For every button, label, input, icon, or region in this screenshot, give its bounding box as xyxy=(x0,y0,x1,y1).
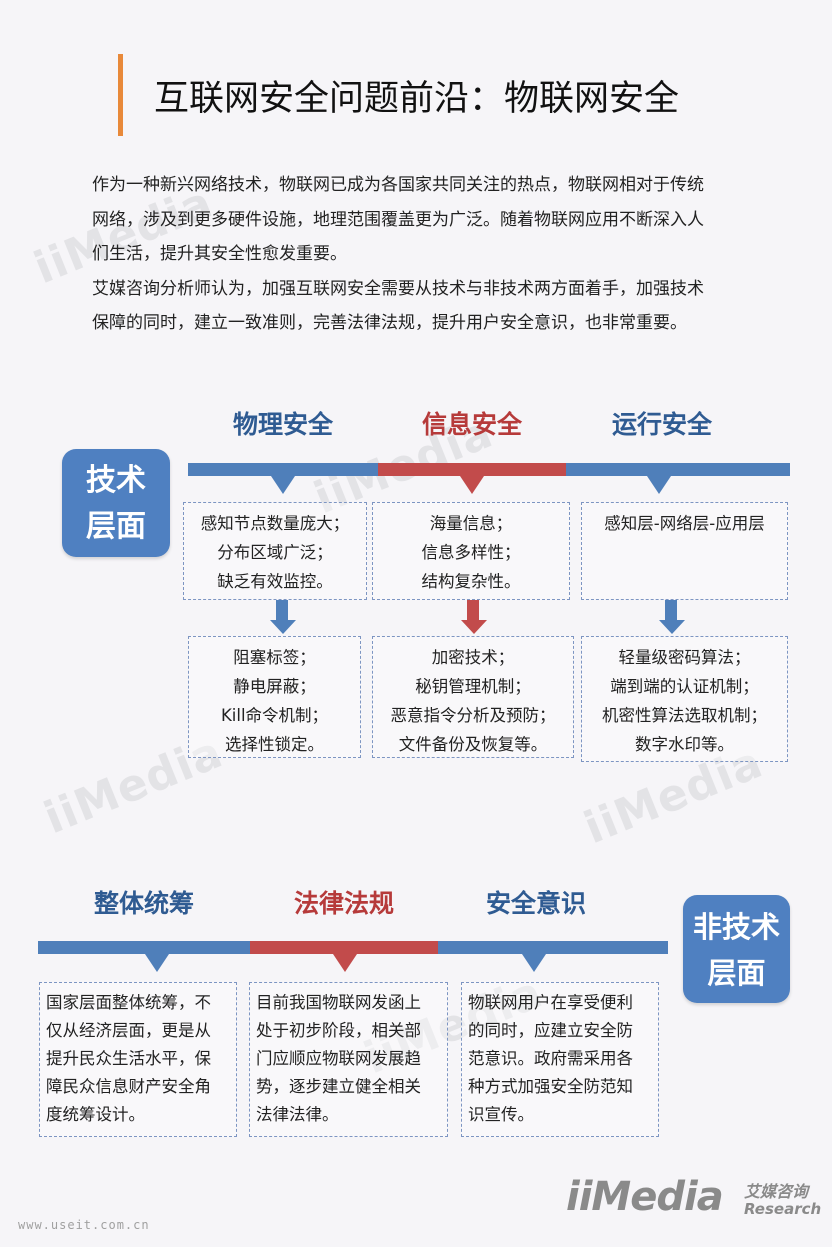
text-box-overall-planning: 国家层面整体统筹，不 仅从经济层面，更是从 提升民众生活水平，保 障民众信息财产… xyxy=(39,982,237,1137)
pointer-triangle xyxy=(647,476,671,494)
text-line: 提升民众生活水平，保 xyxy=(46,1049,211,1068)
intro-line: 们生活，提升其安全性愈发重要。 xyxy=(92,244,347,264)
measure-item: 端到端的认证机制； xyxy=(610,677,759,696)
section-bar xyxy=(188,463,378,476)
measure-item: 选择性锁定。 xyxy=(225,735,324,754)
heading-information-security: 信息安全 xyxy=(421,410,522,439)
measure-box-information: 加密技术； 秘钥管理机制； 恶意指令分析及预防； 文件备份及恢复等。 xyxy=(372,636,574,758)
text-line: 的同时，应建立安全防 xyxy=(468,1021,633,1040)
section-bar xyxy=(38,941,250,954)
heading-physical-security: 物理安全 xyxy=(232,410,333,439)
pointer-triangle xyxy=(271,476,295,494)
text-box-security-awareness: 物联网用户在享受便利 的同时，应建立安全防 范意识。政府需采用各 种方式加强安全… xyxy=(461,982,659,1137)
nontech-badge-line: 非技术 xyxy=(692,910,780,944)
issue-box-operation: 感知层-网络层-应用层 xyxy=(581,502,788,600)
section-bar xyxy=(378,463,566,476)
issue-item: 感知节点数量庞大； xyxy=(200,514,350,533)
measure-item: 静电屏蔽； xyxy=(233,677,316,696)
text-line: 门应顺应物联网发展趋 xyxy=(256,1049,421,1068)
intro-line: 艾媒咨询分析师认为，加强互联网安全需要从技术与非技术两方面着手，加强技术 xyxy=(92,278,704,299)
heading-security-awareness: 安全意识 xyxy=(485,889,586,918)
text-line: 势，逐步建立健全相关 xyxy=(256,1077,421,1096)
heading-laws-regulations: 法律法规 xyxy=(293,889,394,918)
text-line: 仅从经济层面，更是从 xyxy=(46,1021,211,1040)
issue-item: 缺乏有效监控。 xyxy=(217,572,333,591)
issue-item: 感知层-网络层-应用层 xyxy=(604,514,765,533)
intro-paragraph: 作为一种新兴网络技术，物联网已成为各国家共同关注的热点，物联网相对于传统 网络，… xyxy=(92,168,782,341)
intro-line: 网络，涉及到更多硬件设施，地理范围覆盖更为广泛。随着物联网应用不断深入人 xyxy=(92,209,704,230)
pointer-triangle xyxy=(333,954,357,972)
tech-badge-line: 技术 xyxy=(86,463,146,498)
intro-line: 保障的同时，建立一致准则，完善法律法规，提升用户安全意识，也非常重要。 xyxy=(92,313,687,333)
text-line: 处于初步阶段，相关部 xyxy=(256,1021,421,1040)
logo-english-name: Research xyxy=(744,1200,822,1218)
down-arrow-icon xyxy=(270,600,296,634)
text-line: 物联网用户在享受便利 xyxy=(468,993,633,1012)
logo-chinese-name: 艾媒咨询 xyxy=(744,1182,809,1201)
page-title: 互联网安全问题前沿：物联网安全 xyxy=(154,79,680,119)
issue-item: 分布区域广泛； xyxy=(217,543,333,562)
intro-line: 作为一种新兴网络技术，物联网已成为各国家共同关注的热点，物联网相对于传统 xyxy=(92,175,704,195)
nontech-badge-line: 层面 xyxy=(707,956,766,990)
text-line: 法律法律。 xyxy=(256,1105,339,1124)
issue-box-information: 海量信息； 信息多样性； 结构复杂性。 xyxy=(372,502,570,600)
measure-item: Kill命令机制； xyxy=(220,706,329,725)
heading-operation-security: 运行安全 xyxy=(611,410,712,439)
tech-badge-line: 层面 xyxy=(86,509,146,544)
nontech-badge: 非技术 层面 xyxy=(683,895,790,1003)
measure-item: 阻塞标签； xyxy=(233,648,316,667)
pointer-triangle xyxy=(522,954,546,972)
logo-wordmark: iiMedia xyxy=(566,1174,724,1220)
pointer-triangle xyxy=(460,476,484,494)
measure-item: 加密技术； xyxy=(431,648,515,667)
measure-item: 秘钥管理机制； xyxy=(415,677,531,696)
text-line: 度统筹设计。 xyxy=(46,1105,145,1124)
pointer-triangle xyxy=(145,954,169,972)
section-bar xyxy=(438,941,668,954)
section-bar xyxy=(250,941,438,954)
measure-item: 恶意指令分析及预防； xyxy=(390,706,556,725)
measure-item: 文件备份及恢复等。 xyxy=(398,735,548,754)
measure-item: 机密性算法选取机制； xyxy=(602,706,767,725)
tech-badge: 技术 层面 xyxy=(62,449,170,557)
measure-item: 轻量级密码算法； xyxy=(618,648,751,667)
text-line: 国家层面整体统筹，不 xyxy=(46,993,211,1012)
down-arrow-icon xyxy=(461,600,487,634)
issue-item: 结构复杂性。 xyxy=(421,572,521,591)
text-line: 种方式加强安全防范知 xyxy=(468,1077,633,1096)
issue-item: 海量信息； xyxy=(429,514,513,533)
text-line: 识宣传。 xyxy=(468,1105,534,1124)
issue-box-physical: 感知节点数量庞大； 分布区域广泛； 缺乏有效监控。 xyxy=(183,502,367,600)
iimedia-logo: iiMedia 艾媒咨询 Research xyxy=(566,1168,821,1228)
section-bar xyxy=(566,463,790,476)
measure-item: 数字水印等。 xyxy=(635,735,734,754)
title-accent-bar xyxy=(118,54,123,136)
heading-overall-planning: 整体统筹 xyxy=(93,889,194,918)
measure-box-physical: 阻塞标签； 静电屏蔽； Kill命令机制； 选择性锁定。 xyxy=(188,636,361,758)
measure-box-operation: 轻量级密码算法； 端到端的认证机制； 机密性算法选取机制； 数字水印等。 xyxy=(581,636,788,762)
text-line: 障民众信息财产安全角 xyxy=(46,1077,211,1096)
text-line: 范意识。政府需采用各 xyxy=(468,1049,633,1068)
text-line: 目前我国物联网发函上 xyxy=(256,993,421,1012)
source-url: www.useit.com.cn xyxy=(18,1218,150,1232)
down-arrow-icon xyxy=(659,600,685,634)
issue-item: 信息多样性； xyxy=(421,543,521,562)
text-box-laws-regulations: 目前我国物联网发函上 处于初步阶段，相关部 门应顺应物联网发展趋 势，逐步建立健… xyxy=(249,982,448,1137)
